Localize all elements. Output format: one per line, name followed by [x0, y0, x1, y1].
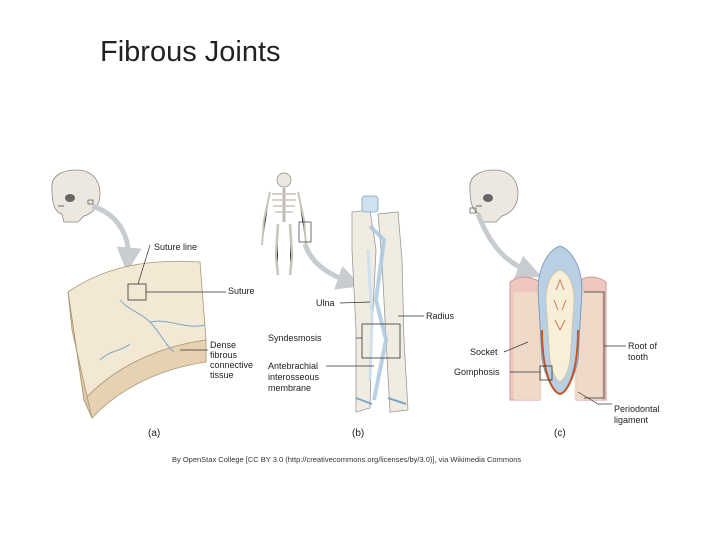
label-radius: Radius [426, 311, 455, 321]
arrow-c [475, 213, 542, 279]
label-periodontal-line-1: Periodontal [614, 404, 660, 414]
image-credit: By OpenStax College [CC BY 3.0 (http://c… [172, 455, 522, 464]
label-dense-line-3: connective [210, 360, 253, 370]
label-dense-line-4: tissue [210, 370, 234, 380]
arrow-b [302, 243, 362, 290]
label-dense-line-2: fibrous [210, 350, 238, 360]
label-suture: Suture [228, 286, 255, 296]
label-antebrachial-line-3: membrane [268, 383, 311, 393]
label-socket: Socket [470, 347, 498, 357]
label-root-line-2: tooth [628, 352, 648, 362]
label-ulna: Ulna [316, 298, 335, 308]
slide-title: Fibrous Joints [100, 36, 281, 68]
label-syndesmosis: Syndesmosis [268, 333, 322, 343]
label-root-line-1: Root of [628, 341, 658, 351]
label-antebrachial-line-1: Antebrachial [268, 361, 318, 371]
forearm-bones [351, 195, 409, 413]
tooth-cross-section [509, 245, 607, 401]
label-gomphosis: Gomphosis [454, 367, 500, 377]
panel-label-b: (b) [352, 428, 364, 439]
skull-bone-section [67, 260, 207, 419]
label-periodontal-line-2: ligament [614, 415, 649, 425]
label-suture-line: Suture line [154, 242, 197, 252]
label-antebrachial-line-2: interosseous [268, 372, 320, 382]
label-dense-line-1: Dense [210, 340, 236, 350]
panel-a-skull-illustration [51, 169, 101, 223]
arrow-a [91, 203, 142, 273]
panel-label-c: (c) [554, 428, 566, 439]
skeleton-icon [261, 172, 312, 276]
panel-label-a: (a) [148, 428, 160, 439]
panel-c-skull-illustration [469, 169, 519, 223]
